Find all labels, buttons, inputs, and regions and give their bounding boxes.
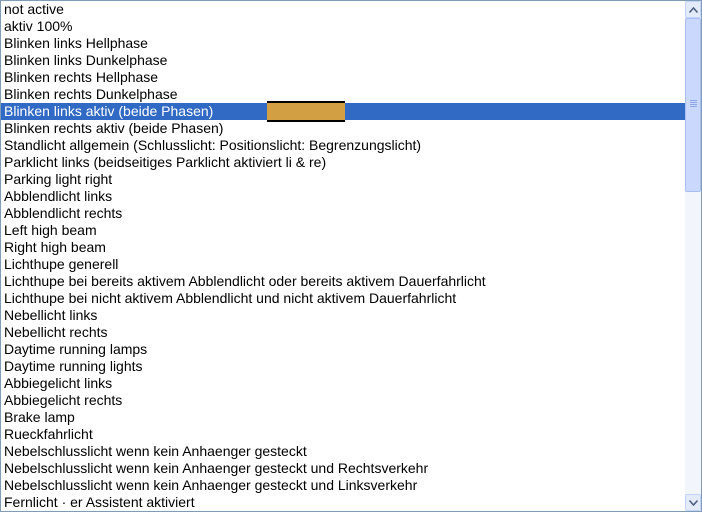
- scroll-up-button[interactable]: [685, 1, 701, 18]
- list-item[interactable]: Abblendlicht links: [4, 188, 113, 204]
- list-item[interactable]: Lichthupe generell: [4, 256, 119, 272]
- thumb-grip-line: [690, 104, 697, 105]
- thumb-grip-line: [690, 106, 697, 107]
- list-item[interactable]: Brake lamp: [4, 409, 75, 425]
- list-item[interactable]: Daytime running lights: [4, 358, 143, 374]
- list-item[interactable]: Nebelschlusslicht wenn kein Anhaenger ge…: [4, 443, 307, 459]
- list-item[interactable]: Blinken links Hellphase: [4, 35, 148, 51]
- list-item[interactable]: Right high beam: [4, 239, 106, 255]
- color-swatch: [267, 101, 345, 122]
- list-item[interactable]: Lichthupe bei nicht aktivem Abblendlicht…: [4, 290, 457, 306]
- thumb-grip-line: [690, 102, 697, 103]
- list-item[interactable]: Blinken rechts Dunkelphase: [4, 86, 178, 102]
- list-item[interactable]: Fernlicht · er Assistent aktiviert: [4, 494, 195, 510]
- list-item[interactable]: Blinken rechts aktiv (beide Phasen): [4, 120, 224, 136]
- list-item[interactable]: Nebelschlusslicht wenn kein Anhaenger ge…: [4, 460, 429, 476]
- list-item[interactable]: Daytime running lamps: [4, 341, 148, 357]
- list-item[interactable]: Nebelschlusslicht wenn kein Anhaenger ge…: [4, 477, 418, 493]
- triangle-up-icon: [688, 6, 698, 13]
- list-item[interactable]: Lichthupe bei bereits aktivem Abblendlic…: [4, 273, 486, 289]
- list-item[interactable]: Parking light right: [4, 171, 113, 187]
- list-item[interactable]: Blinken rechts Hellphase: [4, 69, 159, 85]
- list-item[interactable]: Abblendlicht rechts: [4, 205, 123, 221]
- list-item[interactable]: Rueckfahrlicht: [4, 426, 93, 442]
- list-item[interactable]: Standlicht allgemein (Schlusslicht: Posi…: [4, 137, 422, 153]
- thumb-grip-line: [690, 100, 697, 101]
- list-item[interactable]: Parklicht links (beidseitiges Parklicht …: [4, 154, 327, 170]
- list-item[interactable]: Nebellicht rechts: [4, 324, 108, 340]
- scrollbar-thumb[interactable]: [685, 18, 701, 192]
- list-item[interactable]: not active: [4, 1, 64, 17]
- scroll-down-button[interactable]: [685, 494, 701, 511]
- list-item[interactable]: Nebellicht links: [4, 307, 98, 323]
- list-item[interactable]: Left high beam: [4, 222, 97, 238]
- list-item[interactable]: aktiv 100%: [4, 18, 73, 34]
- list-item[interactable]: Abbiegelicht rechts: [4, 392, 123, 408]
- list-item[interactable]: Blinken links Dunkelphase: [4, 52, 168, 68]
- triangle-down-icon: [688, 499, 698, 506]
- list-item[interactable]: Abbiegelicht links: [4, 375, 113, 391]
- vertical-scrollbar[interactable]: [685, 1, 701, 511]
